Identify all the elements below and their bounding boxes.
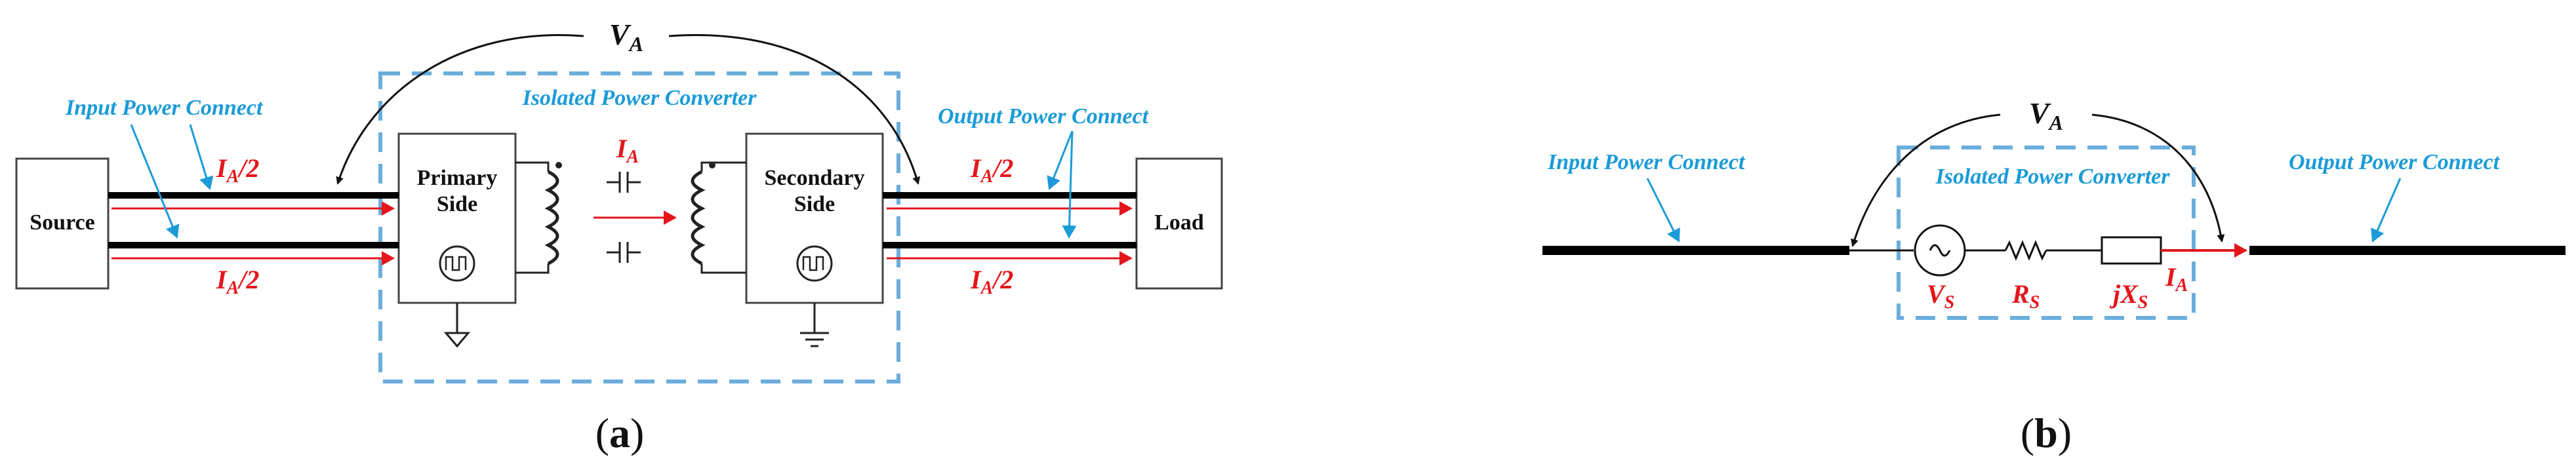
ground-icon [443,303,471,348]
pulse-icon [439,245,475,282]
output-pointer-arrow [1062,130,1077,239]
resistor-icon [2004,240,2047,261]
output-pointer-arrow [1047,130,1074,190]
capacitor-icon [607,242,641,263]
output-power-label-b: Output Power Connect [2289,150,2501,174]
voltage-arc-arrow [336,34,584,185]
voltage-arc-arrow [668,34,921,185]
primary-label-line2: Side [437,192,477,216]
half-current-label: IA/2 [970,265,1013,298]
transformer [515,161,746,274]
panel-b: VS RS jXS IA Isolated Power Converter In… [1542,96,2566,456]
source-label: Source [30,210,94,235]
primary-side-box [397,132,517,304]
panel-caption-b: (b) [2021,410,2072,456]
resistance-label: RS [2011,279,2040,313]
reactance-icon [2101,236,2162,265]
current-label-b: IA [2165,262,2188,296]
secondary-label-line2: Side [794,192,835,216]
load-label: Load [1154,210,1204,235]
coupling-current-label: IA [616,134,639,167]
isolated-converter-box-a [378,71,900,383]
input-pointer-arrow [130,124,180,239]
isolated-converter-label-a: Isolated Power Converter [522,86,757,110]
voltage-label-a: VA [609,18,643,56]
voltage-arc-arrow [1851,113,2001,247]
half-current-label: IA/2 [216,265,259,298]
isolated-converter-label-b: Isolated Power Converter [1935,165,2171,189]
pulse-icon [796,245,833,282]
ground-icon [800,303,829,347]
source-voltage-label: VS [1927,279,1954,313]
input-power-label-b: Input Power Connect [1547,150,1746,174]
panel-a: Source Load Primary Side Secondary Side [15,18,1223,456]
capacitor-icon [607,172,641,193]
secondary-side-box [745,132,884,304]
voltage-label-b: VA [2029,96,2063,134]
half-current-label: IA/2 [216,153,259,187]
voltage-arc-arrow [2091,113,2225,243]
half-current-label: IA/2 [970,153,1013,187]
secondary-label-line1: Secondary [765,166,865,190]
input-pointer-arrow [189,124,214,190]
output-power-label-a: Output Power Connect [938,104,1150,128]
isolated-converter-box-b [1897,146,2196,320]
output-pointer-arrow [2371,178,2402,243]
load-box [1135,157,1223,290]
panel-caption-a: (a) [595,410,645,456]
primary-label-line1: Primary [417,166,498,190]
reactance-label: jXS [2109,279,2148,313]
input-pointer-arrow [1646,178,1680,243]
input-power-label-a: Input Power Connect [65,96,264,120]
ac-source-icon [1914,224,1966,277]
source-box [15,157,110,290]
